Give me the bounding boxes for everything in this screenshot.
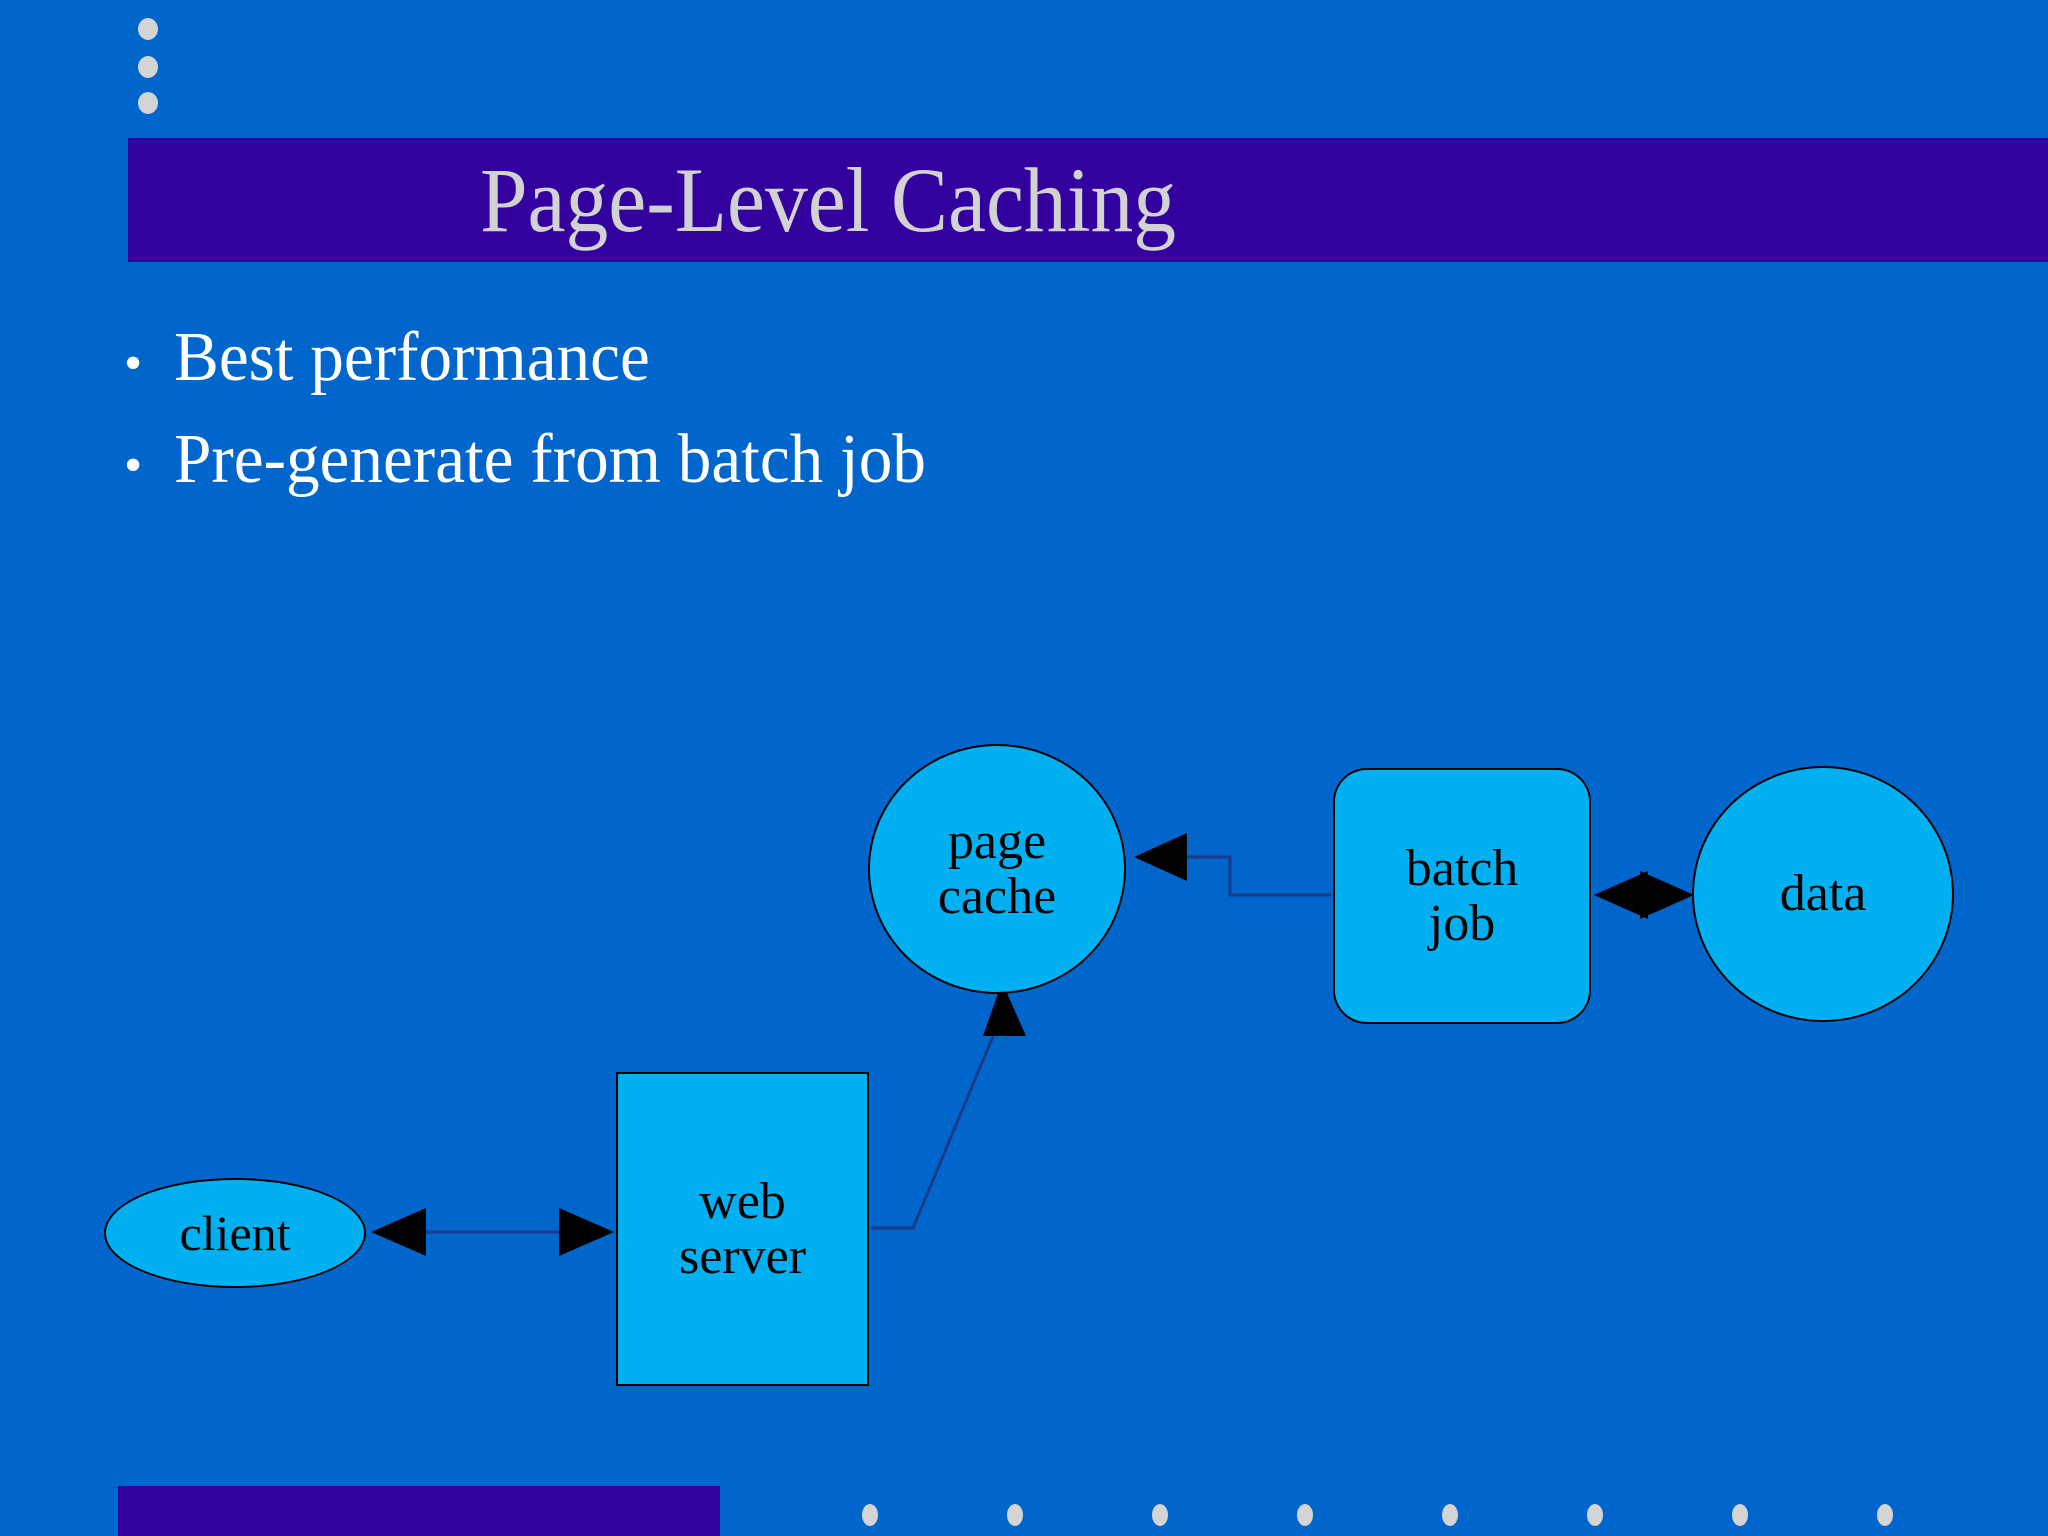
footer-dot-7-icon xyxy=(1732,1504,1748,1526)
bullet-marker-icon: • xyxy=(124,436,143,494)
diagram-node-label: data xyxy=(1779,865,1867,923)
title-bar: Page-Level Caching xyxy=(128,138,2048,262)
list-item: • Pre-generate from batch job xyxy=(112,420,1512,498)
footer-dot-2-icon xyxy=(1007,1504,1023,1526)
diagram-node-label: web server xyxy=(678,1172,807,1285)
bullet-list: • Best performance • Pre-generate from b… xyxy=(112,320,1512,523)
footer-dot-6-icon xyxy=(1587,1504,1603,1526)
edge-batch-job-data xyxy=(1594,871,1694,919)
footer-dot-1-icon xyxy=(862,1504,878,1526)
diagram-node-label: client xyxy=(179,1204,291,1261)
page-title: Page-Level Caching xyxy=(479,149,1177,251)
edge-batch-job-page-cache xyxy=(1134,833,1331,897)
list-item: • Best performance xyxy=(112,320,1512,396)
footer-dot-5-icon xyxy=(1442,1504,1458,1526)
edge-web-server-page-cache xyxy=(871,982,1026,1230)
diagram-node-batch-job[interactable]: batch job xyxy=(1333,768,1591,1024)
diagram-node-client[interactable]: client xyxy=(104,1178,366,1288)
diagram-node-page-cache[interactable]: page cache xyxy=(868,744,1126,994)
footer-bar xyxy=(118,1486,720,1536)
deco-dot-2-icon xyxy=(138,56,158,78)
edge-client-web-server xyxy=(371,1208,614,1256)
footer-dot-3-icon xyxy=(1152,1504,1168,1526)
footer-dot-4-icon xyxy=(1297,1504,1313,1526)
footer-dot-8-icon xyxy=(1877,1504,1893,1526)
bullet-marker-icon: • xyxy=(124,335,143,392)
bullet-label: Best performance xyxy=(174,319,650,396)
deco-dot-3-icon xyxy=(138,92,158,114)
deco-dot-1-icon xyxy=(138,18,158,40)
diagram-node-label: page cache xyxy=(937,812,1057,925)
diagram-node-label: batch job xyxy=(1405,839,1519,952)
diagram-node-web-server[interactable]: web server xyxy=(616,1072,869,1386)
bullet-label: Pre-generate from batch job xyxy=(174,420,926,498)
diagram-node-data[interactable]: data xyxy=(1692,766,1954,1022)
